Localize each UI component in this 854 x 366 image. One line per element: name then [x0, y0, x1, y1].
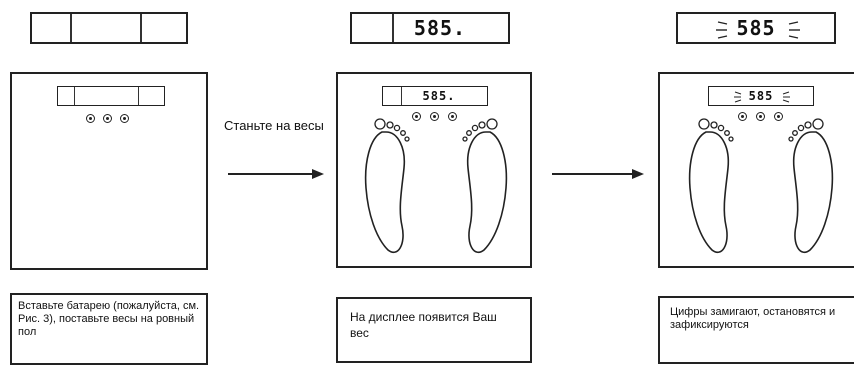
left-foot-icon-3	[688, 118, 734, 253]
caption-1: Вставьте батарею (пожалуйста, см. Рис. 3…	[10, 293, 208, 365]
top-display-2-digits: 585.	[413, 16, 467, 40]
scale-2: 585.	[336, 72, 532, 268]
scale-2-button-right	[448, 112, 457, 121]
scale-3-display: 585	[708, 86, 814, 106]
scale-1-button-right	[120, 114, 129, 123]
caption-1-text: Вставьте батарею (пожалуйста, см. Рис. 3…	[18, 300, 200, 338]
caption-2-text: На дисплее появится Ваш вес	[350, 310, 497, 340]
scale-1-button-left	[86, 114, 95, 123]
blink-marks-icon-3	[716, 21, 800, 39]
top-display-2: 585.	[350, 12, 510, 44]
scale-3-button-middle	[756, 112, 765, 121]
caption-3: Цифры замигают, остановятся и зафиксирую…	[658, 296, 854, 364]
arrow-right-icon-2	[552, 169, 644, 179]
right-foot-icon-3	[788, 118, 834, 253]
arrow-right-icon-1	[228, 169, 324, 179]
scale-3-button-right	[774, 112, 783, 121]
scale-1	[10, 72, 208, 270]
scale-2-display: 585.	[382, 86, 488, 106]
blink-marks-small-icon-3	[734, 91, 790, 103]
top-display-3-digits: 585	[736, 16, 776, 40]
right-foot-icon-2	[462, 118, 508, 253]
scale-3-button-left	[738, 112, 747, 121]
scale-1-display	[57, 86, 165, 106]
scale-1-button-middle	[103, 114, 112, 123]
scale-3: 585	[658, 72, 854, 268]
arrow-label: Станьте на весы	[224, 118, 324, 133]
top-display-3: 585	[676, 12, 836, 44]
caption-2: На дисплее появится Ваш вес	[336, 297, 532, 363]
caption-3-text: Цифры замигают, остановятся и зафиксирую…	[670, 306, 836, 331]
top-display-1	[30, 12, 188, 44]
left-foot-icon-2	[364, 118, 410, 253]
scale-2-button-middle	[430, 112, 439, 121]
scale-2-button-left	[412, 112, 421, 121]
